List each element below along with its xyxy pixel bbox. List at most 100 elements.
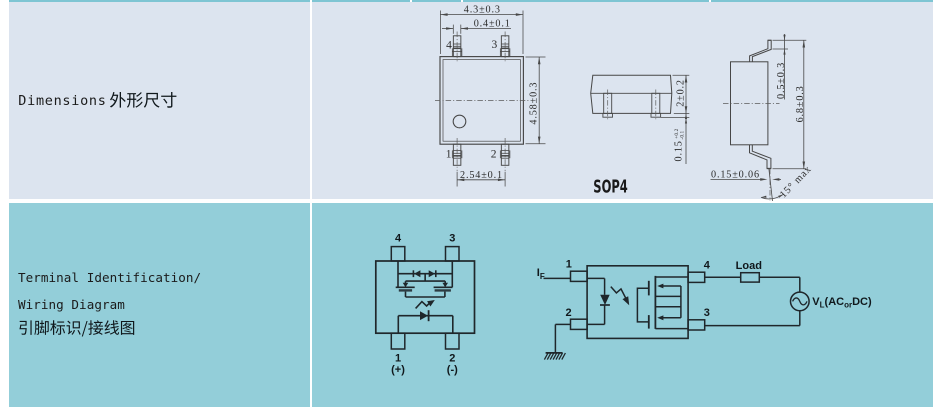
arrowhead	[778, 194, 784, 198]
pin-number-1: 1	[446, 149, 452, 161]
body-diode-left	[414, 270, 421, 278]
dim-lead-thickness-annotation: 0.15±0.06	[710, 170, 781, 181]
top-border-gap	[409, 0, 412, 3]
wiring-title-line2: Wiring Diagram	[18, 297, 125, 312]
arrowhead	[537, 136, 541, 144]
arrowhead	[761, 195, 767, 198]
arrowhead	[783, 34, 786, 41]
arrowhead	[497, 178, 506, 182]
schematic-pin3-stub	[444, 245, 460, 262]
load-voltage-label: VL(ACorDC)	[812, 296, 872, 310]
package-top-view: 4.3±0.3 0.4±0.1 4.58±0.3 2.54±0.1 4 3 1 …	[435, 5, 546, 187]
wiring-pin1-pad	[569, 270, 588, 283]
schematic-pin1-polarity: (+)	[391, 364, 405, 376]
ac-sine	[792, 297, 808, 306]
mosfet-source-arrow-left	[402, 282, 409, 288]
dim-foot-length-annotation: 0.5±0.3	[772, 34, 788, 100]
column-divider	[309, 2, 312, 408]
pin-1-lead	[452, 143, 462, 166]
cjk-glyph	[126, 92, 143, 108]
wiring-pin2-pad	[569, 318, 588, 331]
dim-standoff-annotation: 0.15+0.2-0.1 SOP4	[593, 113, 690, 197]
arrowhead	[440, 13, 448, 16]
wiring-light-arrow	[610, 286, 627, 299]
cjk-glyph	[161, 92, 177, 108]
package-side-view: 15°max 0.5±0.3 6.8±0.3 0.15±0.06	[710, 34, 814, 202]
arrowhead	[684, 113, 688, 119]
arrowhead	[684, 106, 688, 114]
dim-span-annotation: 6.8±0.3	[772, 39, 807, 170]
wiring-pin4-label: 4	[704, 259, 711, 271]
wiring-led	[600, 294, 610, 305]
optocoupler-box	[586, 264, 689, 340]
mosfet-source-arrow-right	[442, 282, 448, 288]
wiring-diagram: 1 2 4 3 IF Load VL(ACorDC)	[537, 258, 872, 360]
wiring-pin4-pad	[687, 271, 706, 284]
source-arrow-top	[657, 283, 664, 289]
arrowhead	[537, 57, 541, 65]
dim-body-thickness-annotation: 2±0.2	[672, 74, 690, 114]
schematic-pin2-stub	[444, 332, 460, 350]
dim-body-thickness: 2±0.2	[675, 79, 686, 107]
pin-number-3: 3	[492, 39, 498, 51]
dim-body-height: 4.58±0.3	[528, 82, 539, 125]
wiring-title-zh	[19, 320, 135, 337]
wiring-title-line1: Terminal Identification/	[18, 270, 201, 285]
arrowhead	[802, 161, 806, 169]
schematic-pin4-stub	[390, 245, 406, 262]
load-box	[739, 271, 761, 283]
arrowhead	[515, 13, 523, 16]
arrowhead	[446, 27, 454, 30]
arrowhead	[772, 178, 780, 181]
arrowhead	[622, 296, 630, 306]
input-current-label: IF	[537, 267, 545, 281]
led-light-arrow	[415, 300, 430, 309]
schematic-led	[420, 311, 428, 321]
body-diode-right	[428, 270, 435, 278]
wiring-pin2-label: 2	[565, 307, 571, 319]
schematic-pin3-label: 3	[449, 233, 455, 245]
cjk-glyph	[81, 320, 88, 337]
dim-lead-thickness: 0.15±0.06	[711, 170, 760, 181]
cjk-glyph	[104, 320, 120, 335]
arrowhead	[460, 27, 468, 30]
dim-foot-angle: 15°max	[778, 164, 814, 201]
cjk-glyph	[88, 320, 104, 335]
pin-number-2: 2	[491, 149, 497, 161]
dim-lead-width-annotation: 0.4±0.1	[442, 18, 511, 34]
wiring-pin3-pad	[687, 319, 706, 331]
cjk-glyph	[143, 92, 160, 108]
top-border-gap	[309, 0, 312, 3]
dim-pitch-annotation: 2.54±0.1	[456, 170, 506, 187]
dim-body-width: 4.3±0.3	[464, 5, 501, 16]
cjk-glyph	[109, 92, 126, 108]
wiring-pin1-label: 1	[566, 258, 572, 270]
source-arrow-bottom	[657, 315, 664, 321]
load-label: Load	[736, 260, 762, 272]
dim-lead-width: 0.4±0.1	[474, 18, 511, 29]
pin-2-lead	[500, 143, 510, 166]
top-border-gap	[708, 0, 711, 3]
table-top-border	[9, 0, 933, 3]
schematic-pin2-label: 2	[449, 352, 455, 364]
dim-body-height-annotation: 4.58±0.3	[525, 56, 546, 145]
dim-foot-length: 0.5±0.3	[776, 62, 787, 99]
schematic-pin1-stub	[390, 332, 406, 350]
package-name: SOP4	[593, 176, 628, 197]
dim-pitch: 2.54±0.1	[460, 170, 503, 181]
arrowhead	[684, 75, 688, 83]
wiring-pin3-label: 3	[704, 307, 710, 319]
schematic-pin2-polarity: (-)	[447, 364, 458, 376]
schematic-pin1-label: 1	[395, 352, 401, 364]
schematic-pin4-label: 4	[395, 233, 402, 245]
section-labels: Dimensions Terminal Identification/ Wiri…	[18, 92, 201, 337]
arrowhead	[802, 40, 806, 48]
pin-number-4: 4	[446, 40, 452, 52]
dimensions-title-zh	[109, 92, 177, 108]
top-border-gap	[461, 0, 463, 3]
cjk-glyph	[34, 320, 49, 335]
arrowhead	[783, 49, 786, 55]
cjk-glyph	[120, 320, 135, 335]
arrowhead	[457, 178, 465, 182]
